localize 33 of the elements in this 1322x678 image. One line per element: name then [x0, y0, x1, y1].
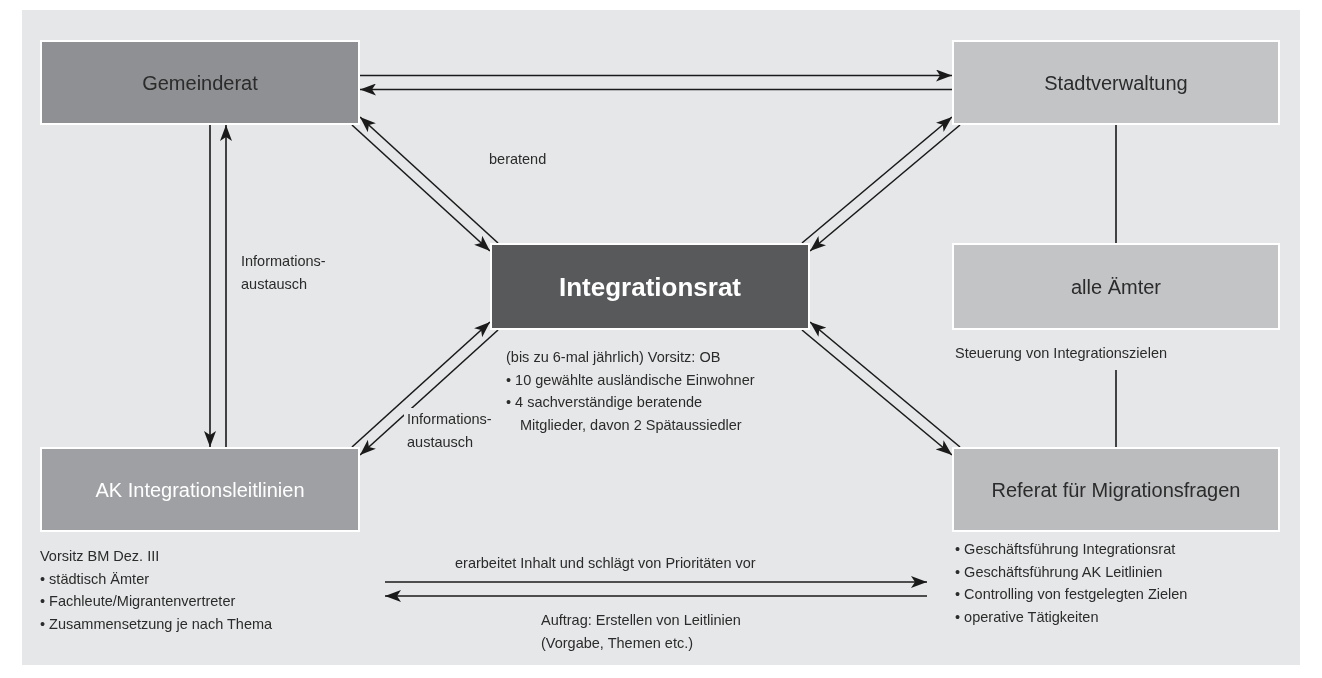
arrow — [801, 116, 953, 244]
arrow — [809, 124, 961, 252]
list-item: • Fachleute/Migrantenvertreter — [40, 592, 237, 611]
arrow — [359, 69, 953, 82]
connector-line — [1115, 124, 1117, 244]
arrow — [359, 116, 499, 244]
process-box: Gemeinderat — [40, 40, 360, 125]
arrow — [384, 590, 928, 602]
note-text: Steuerung von Integrationszielen — [955, 344, 1168, 363]
arrow — [359, 83, 953, 96]
note-text: Vorsitz BM Dez. III — [40, 547, 161, 566]
list-item: • Geschäftsführung Integrationsrat — [955, 540, 1177, 559]
arrow — [801, 329, 953, 456]
arrow — [220, 124, 232, 448]
process-box: Referat für Migrationsfragen — [952, 447, 1280, 532]
process-box: Integrationsrat — [490, 243, 810, 330]
arrow — [809, 321, 961, 448]
arrow — [384, 576, 928, 588]
process-box: alle Ämter — [952, 243, 1280, 330]
list-item: • operative Tätigkeiten — [955, 607, 1100, 627]
arrow — [204, 124, 216, 448]
process-box: AK Integrationsleitlinien — [40, 447, 360, 532]
note-text: (bis zu 6-mal jährlich) Vorsitz: OB — [506, 348, 722, 367]
process-box: Stadtverwaltung — [952, 40, 1280, 125]
list-item: • Controlling von festgelegten Zielen — [955, 585, 1189, 604]
list-item: • Geschäftsführung AK Leitlinien — [955, 562, 1164, 582]
list-item: • städtisch Ämter — [40, 569, 151, 589]
arrow — [351, 124, 491, 252]
list-item: • 10 gewählte ausländische Einwohner — [506, 370, 756, 390]
list-item: • Zusammensetzung je nach Thema — [40, 614, 274, 634]
arrow — [359, 329, 499, 456]
connector-line — [1115, 369, 1117, 448]
arrow — [351, 321, 491, 448]
